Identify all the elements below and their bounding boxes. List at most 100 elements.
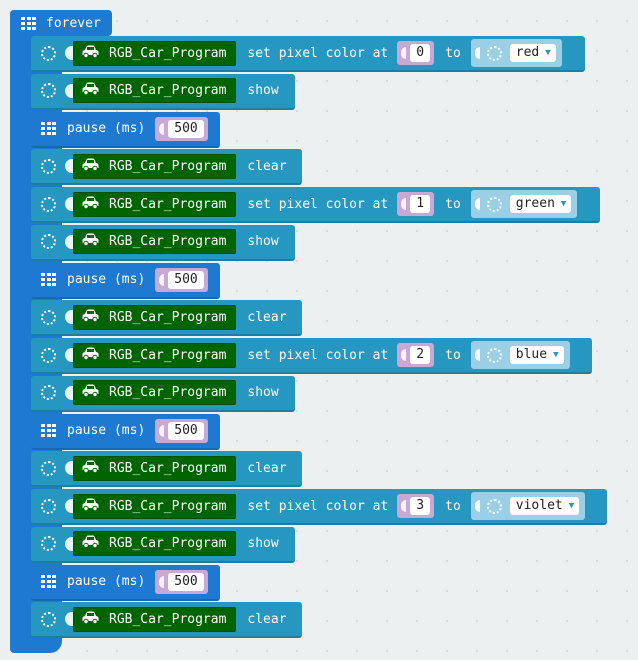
block-label: clear xyxy=(247,460,287,476)
variable-name: RGB_Car_Program xyxy=(109,234,227,250)
pause-block[interactable]: pause (ms)500 xyxy=(31,564,220,601)
car-icon xyxy=(82,45,99,62)
block-label: clear xyxy=(247,611,287,627)
slot-notch xyxy=(401,198,407,210)
pause-ms-input[interactable]: 500 xyxy=(168,572,204,591)
caret-down-icon: ▼ xyxy=(553,350,559,360)
spinner-icon xyxy=(41,45,56,61)
block-label: show xyxy=(247,83,279,99)
car-icon xyxy=(82,460,99,477)
color-dropdown[interactable]: blue ▼ xyxy=(509,346,564,364)
block-label: set pixel color at xyxy=(247,498,389,514)
car-icon xyxy=(82,158,99,175)
pause-ms-input[interactable]: 500 xyxy=(168,421,204,440)
block-label: set pixel color at xyxy=(247,347,389,363)
variable-reporter[interactable]: RGB_Car_Program xyxy=(73,229,237,255)
slot-notch xyxy=(401,500,407,512)
slot-notch xyxy=(65,46,73,60)
slot-notch xyxy=(65,83,73,98)
car-icon xyxy=(82,498,99,515)
pixel-index-slot: 0 xyxy=(397,41,435,65)
variable-name: RGB_Car_Program xyxy=(109,45,227,61)
variable-name: RGB_Car_Program xyxy=(109,347,227,363)
variable-reporter[interactable]: RGB_Car_Program xyxy=(73,153,237,179)
pause-ms-input[interactable]: 500 xyxy=(168,119,204,138)
pixel-index-input[interactable]: 0 xyxy=(410,44,431,62)
clear-block[interactable]: RGB_Car_Program clear xyxy=(31,451,302,488)
variable-reporter[interactable]: RGB_Car_Program xyxy=(73,493,237,519)
pause-ms-input[interactable]: 500 xyxy=(168,270,204,289)
variable-reporter[interactable]: RGB_Car_Program xyxy=(73,342,237,368)
color-slot: red▼ xyxy=(470,39,562,67)
car-icon xyxy=(82,384,99,401)
color-dropdown[interactable]: green▼ xyxy=(509,195,572,213)
pause-value-slot: 500 xyxy=(155,569,208,594)
block-label: show xyxy=(247,385,279,401)
variable-name: RGB_Car_Program xyxy=(109,309,227,325)
to-label: to xyxy=(445,347,461,363)
show-block[interactable]: RGB_Car_Program show xyxy=(31,73,295,110)
variable-reporter[interactable]: RGB_Car_Program xyxy=(73,304,237,330)
to-label: to xyxy=(445,196,461,212)
variable-reporter[interactable]: RGB_Car_Program xyxy=(73,191,237,217)
color-dropdown[interactable]: red▼ xyxy=(509,44,556,62)
car-icon xyxy=(82,82,99,99)
grid-icon xyxy=(41,424,56,437)
slot-notch xyxy=(159,122,165,135)
color-value: violet xyxy=(515,498,563,513)
pause-block[interactable]: pause (ms) 500 xyxy=(31,262,220,299)
variable-reporter[interactable]: RGB_Car_Program xyxy=(73,40,237,66)
slot-notch xyxy=(401,349,407,361)
color-value: blue xyxy=(515,347,548,362)
spinner-icon xyxy=(41,83,56,99)
variable-name: RGB_Car_Program xyxy=(109,536,227,552)
show-block[interactable]: RGB_Car_Program show xyxy=(31,224,295,261)
pixel-index-input[interactable]: 2 xyxy=(410,346,431,364)
spinner-icon xyxy=(486,45,502,61)
color-value: red xyxy=(515,45,540,60)
grid-icon xyxy=(41,575,56,588)
pause-value-slot: 500 xyxy=(155,418,208,443)
color-slot: green▼ xyxy=(470,190,578,218)
clear-block[interactable]: RGB_Car_Program clear xyxy=(31,602,302,639)
forever-label: forever xyxy=(46,15,101,31)
slot-notch xyxy=(65,234,73,249)
slot-notch xyxy=(474,198,480,210)
pixel-index-input[interactable]: 3 xyxy=(410,497,431,515)
slot-notch xyxy=(65,612,73,627)
car-icon xyxy=(82,611,99,628)
slot-notch xyxy=(65,348,73,362)
variable-reporter[interactable]: RGB_Car_Program xyxy=(73,606,237,632)
spinner-icon xyxy=(41,460,56,476)
spinner-icon xyxy=(486,196,502,212)
block-label: clear xyxy=(247,158,287,174)
block-label: show xyxy=(247,234,279,250)
pause-block[interactable]: pause (ms)500 xyxy=(31,111,220,148)
slot-notch xyxy=(474,500,480,512)
spinner-icon xyxy=(41,611,56,627)
slot-notch xyxy=(159,424,165,437)
show-block[interactable]: RGB_Car_Program show xyxy=(31,375,295,412)
set-pixel-color-block[interactable]: RGB_Car_Program set pixel color at 2 to blue… xyxy=(31,338,592,374)
car-icon xyxy=(82,347,99,364)
pause-label: pause (ms) xyxy=(67,272,146,287)
slot-notch xyxy=(65,310,73,325)
forever-block-header[interactable]: forever xyxy=(10,10,112,36)
pause-block[interactable]: pause (ms)500 xyxy=(31,413,220,450)
variable-reporter[interactable]: RGB_Car_Program xyxy=(73,380,237,406)
color-dropdown[interactable]: violet ▼ xyxy=(509,497,580,515)
slot-notch xyxy=(65,499,73,513)
variable-reporter[interactable]: RGB_Car_Program xyxy=(73,78,237,104)
pause-value-slot: 500 xyxy=(155,116,208,141)
variable-reporter[interactable]: RGB_Car_Program xyxy=(73,531,237,557)
caret-down-icon: ▼ xyxy=(568,501,575,511)
pixel-index-input[interactable]: 1 xyxy=(410,195,431,213)
spinner-icon xyxy=(41,385,56,401)
clear-block[interactable]: RGB_Car_Program clear xyxy=(31,149,302,186)
variable-reporter[interactable]: RGB_Car_Program xyxy=(73,455,237,481)
